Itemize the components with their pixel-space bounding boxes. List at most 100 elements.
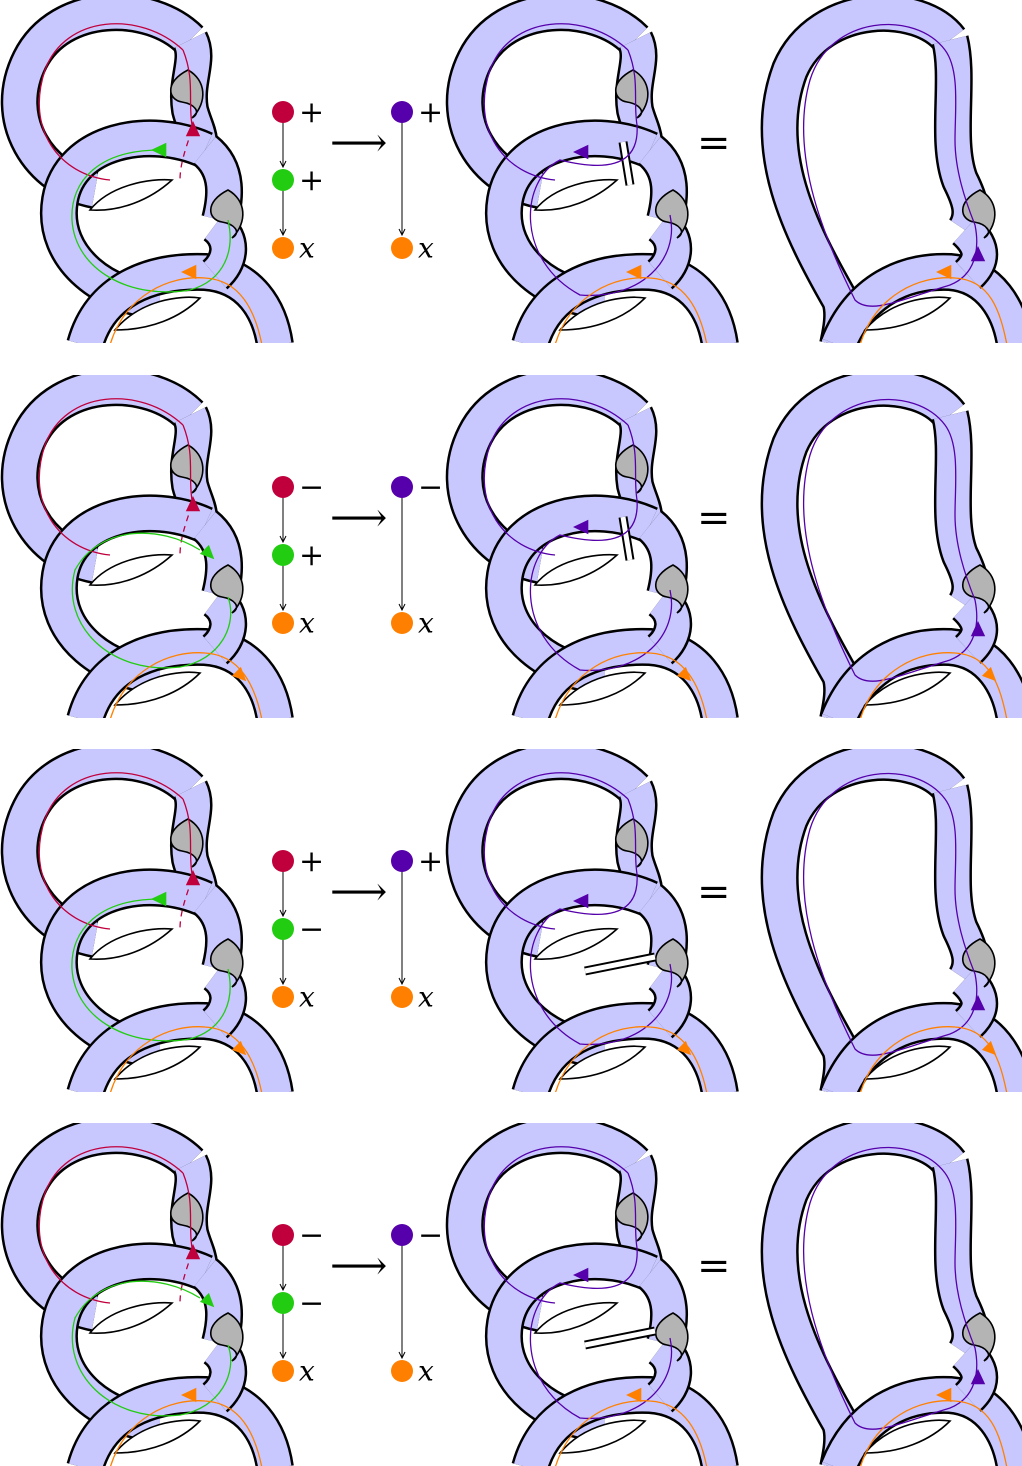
left-figure xyxy=(0,375,294,718)
bottom-band-hole xyxy=(113,671,202,706)
merged-top-band-fill xyxy=(448,0,647,207)
row-1: ++x⟶+x= xyxy=(0,0,1022,343)
simplified-twist xyxy=(961,938,996,988)
left-figure xyxy=(0,749,294,1092)
sign-diagram: −−x⟶−x= xyxy=(272,1218,731,1388)
purple-node-sign: + xyxy=(418,844,443,879)
simplified-figure xyxy=(760,1123,1022,1466)
orange-node xyxy=(272,237,294,259)
top-twist xyxy=(169,1192,204,1242)
green-arrowhead xyxy=(151,891,167,907)
merged-figure xyxy=(445,1123,739,1466)
row-2: −+x⟶−x= xyxy=(0,375,1022,718)
middle-twist xyxy=(209,938,244,988)
row-3: +−x⟶+x= xyxy=(0,749,1022,1092)
purple-node xyxy=(391,101,413,123)
purple-core xyxy=(483,1146,629,1304)
top-twist xyxy=(169,818,204,868)
purple-node xyxy=(391,1224,413,1246)
merged-middle-hole xyxy=(533,927,619,960)
orange-node-label: x xyxy=(299,607,315,640)
merged-figure xyxy=(445,749,739,1092)
merged-bottom-tail-fill xyxy=(648,1334,690,1411)
cut-slit xyxy=(620,141,633,186)
merged-orange-arrowhead xyxy=(626,264,642,280)
equals-sign: = xyxy=(697,1243,731,1289)
merged-orange-core xyxy=(555,1026,708,1092)
reduces-to-arrow: ⟶ xyxy=(330,1243,387,1289)
merged-figure xyxy=(445,0,739,343)
simplified-orange-core xyxy=(860,652,1008,718)
merged-top-twist xyxy=(614,1192,649,1242)
merged-bottom-band-fill xyxy=(514,255,737,343)
merged-bottom-band-fill xyxy=(514,1004,737,1092)
purple-arrowhead xyxy=(573,1267,589,1283)
top-band-fill xyxy=(3,0,202,207)
green-arrowhead xyxy=(199,1292,215,1308)
merged-middle-twist xyxy=(654,564,689,614)
green-core xyxy=(71,149,231,293)
simplified-purple-core xyxy=(803,23,978,307)
purple-core-tail xyxy=(529,424,673,672)
red-node xyxy=(272,476,294,498)
merged-orange-node-label: x xyxy=(418,1355,434,1388)
middle-twist xyxy=(209,189,244,239)
purple-core xyxy=(483,23,629,181)
edge-arrowhead xyxy=(279,228,287,237)
orange-node-label: x xyxy=(299,232,315,265)
merged-orange-core xyxy=(555,652,708,718)
simplified-orange-core xyxy=(860,277,1008,343)
merged-orange-node xyxy=(391,986,413,1008)
merged-top-band-fill xyxy=(448,749,647,956)
red-node-sign: − xyxy=(299,1218,324,1253)
edge-arrowhead xyxy=(398,603,406,612)
merged-figure xyxy=(445,375,739,718)
merged-bottom-hole xyxy=(558,671,647,706)
middle-band-hole xyxy=(88,553,174,586)
merged-orange-node-label: x xyxy=(418,607,434,640)
edge-arrowhead xyxy=(398,228,406,237)
orange-node-label: x xyxy=(299,981,315,1014)
red-arrowhead xyxy=(185,496,201,512)
edge-arrowhead xyxy=(398,977,406,986)
green-core xyxy=(71,898,231,1042)
simplified-orange-arrowhead xyxy=(981,666,997,682)
simplified-purple-arrowhead xyxy=(970,1369,986,1385)
simplified-purple-core xyxy=(803,1146,978,1430)
simplified-twist xyxy=(961,189,996,239)
sign-diagram: +−x⟶+x= xyxy=(272,844,731,1014)
merged-orange-core xyxy=(555,1400,708,1466)
orange-arrowhead xyxy=(181,1387,197,1403)
simplified-orange-core xyxy=(860,1400,1008,1466)
edge-arrowhead xyxy=(398,1351,406,1360)
purple-arrowhead xyxy=(573,144,589,160)
merged-middle-twist xyxy=(654,189,689,239)
red-core-tail xyxy=(182,1172,193,1249)
purple-core xyxy=(483,398,629,556)
merged-bottom-band-fill xyxy=(514,1378,737,1466)
merged-top-twist xyxy=(614,818,649,868)
merged-orange-node-label: x xyxy=(418,232,434,265)
red-arrowhead xyxy=(185,1244,201,1260)
orange-node xyxy=(272,1360,294,1382)
merged-bottom-hole xyxy=(558,1045,647,1080)
simplified-purple-core xyxy=(803,772,978,1056)
merged-middle-hole xyxy=(533,178,619,211)
merged-orange-node xyxy=(391,237,413,259)
red-node xyxy=(272,101,294,123)
edge-arrowhead xyxy=(279,535,287,544)
orange-node xyxy=(272,612,294,634)
left-figure xyxy=(0,0,294,343)
green-node-sign: − xyxy=(299,1286,324,1321)
merged-orange-node xyxy=(391,612,413,634)
bottom-band-fill xyxy=(69,630,292,718)
bottom-band-fill xyxy=(69,1004,292,1092)
middle-band-hole xyxy=(88,1301,174,1334)
merged-orange-node-label: x xyxy=(418,981,434,1014)
bottom-band-hole xyxy=(113,296,202,331)
simplified-bottom-hole xyxy=(863,296,952,331)
simplified-bottom-band-fill xyxy=(822,630,1022,718)
merged-bottom-tail-fill xyxy=(648,960,690,1037)
merged-top-band-fill xyxy=(448,375,647,582)
